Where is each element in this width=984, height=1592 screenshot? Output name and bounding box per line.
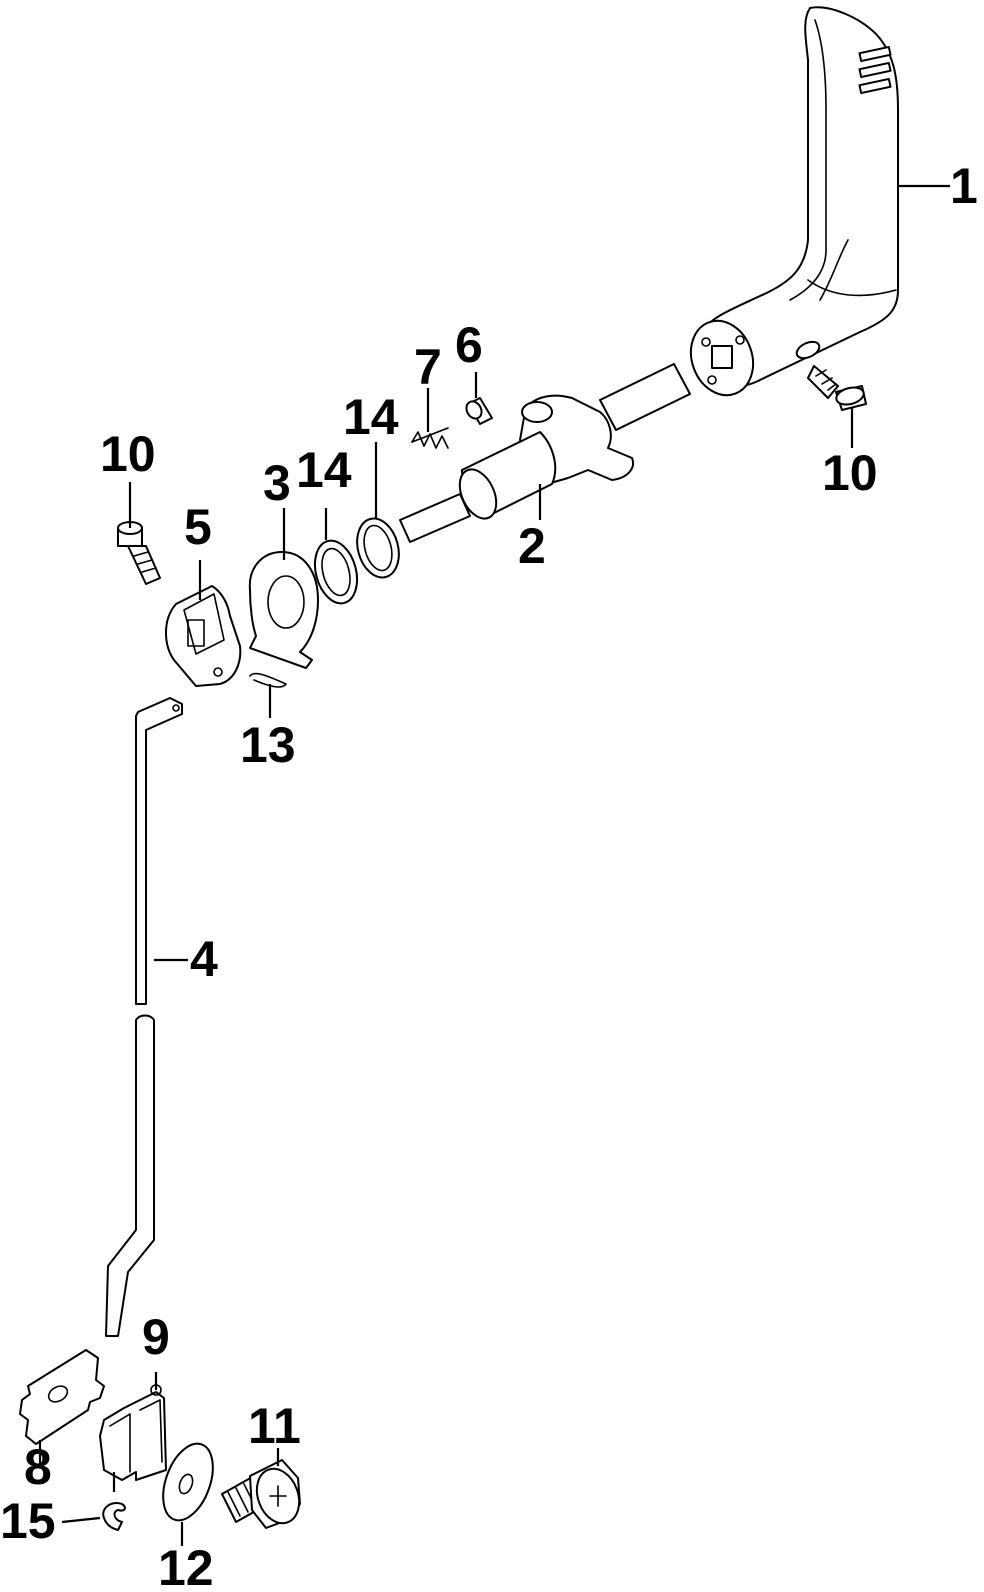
friction-plate <box>248 551 319 669</box>
callout-8: 8 <box>24 1439 52 1495</box>
callout-3: 3 <box>263 455 291 511</box>
callout-9: 9 <box>142 1309 170 1365</box>
callout-4: 4 <box>190 931 218 987</box>
screw <box>117 521 161 585</box>
washer <box>162 1442 214 1522</box>
callout-14: 14 <box>343 389 399 445</box>
screw <box>807 365 867 411</box>
mounting-plate <box>19 1349 105 1445</box>
clip <box>102 1502 126 1531</box>
o-ring <box>313 539 359 605</box>
callout-7: 7 <box>414 339 442 395</box>
callout-labels: 1 2 3 4 5 6 7 8 9 10 10 11 12 13 14 14 1… <box>0 158 978 1592</box>
o-ring <box>356 517 400 579</box>
clip-bracket <box>99 1384 167 1481</box>
lever-bracket <box>165 585 242 687</box>
callout-2: 2 <box>518 518 546 574</box>
callout-15: 15 <box>0 1493 56 1549</box>
callout-13: 13 <box>240 717 296 773</box>
tiller-handle <box>689 6 899 397</box>
bolt <box>221 1459 301 1529</box>
callout-10: 10 <box>100 426 156 482</box>
callout-14: 14 <box>296 442 352 498</box>
callout-6: 6 <box>455 317 483 373</box>
leader-lines <box>38 184 950 1546</box>
callout-10: 10 <box>822 445 878 501</box>
cotter-pin <box>249 672 287 688</box>
callout-5: 5 <box>184 499 212 555</box>
callout-1: 1 <box>950 158 978 214</box>
pin <box>465 397 493 425</box>
throttle-shaft <box>399 363 691 543</box>
linkage-rod <box>105 697 183 1337</box>
spring <box>411 427 449 449</box>
callout-11: 11 <box>248 1398 301 1454</box>
callout-12: 12 <box>158 1540 214 1592</box>
